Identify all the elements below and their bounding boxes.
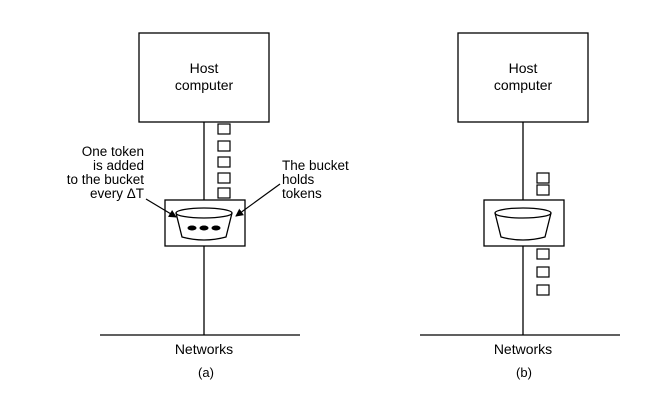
svg-text:to the bucket: to the bucket: [67, 172, 145, 187]
packet: [536, 184, 550, 196]
sent-packets-b: [536, 248, 550, 296]
packet: [217, 140, 231, 152]
svg-text:The bucket: The bucket: [282, 158, 349, 173]
token: [187, 225, 197, 231]
svg-text:tokens: tokens: [282, 186, 322, 201]
panel-b: Host computer Networks (b): [420, 32, 620, 380]
token-added-label: One token is added to the bucket every Δ…: [67, 144, 145, 201]
host-computer-box-a: [138, 32, 270, 123]
host-label-line2-b: computer: [494, 77, 553, 93]
network-label-a: Networks: [175, 341, 233, 357]
packet: [536, 266, 550, 278]
caption-b: (b): [516, 365, 532, 380]
tokens-a: [187, 225, 221, 231]
bucket-holds-label: The bucket holds tokens: [282, 158, 349, 201]
host-label-line1-a: Host: [190, 60, 219, 76]
waiting-packets-b: [536, 172, 550, 196]
packet: [536, 284, 550, 296]
token: [199, 225, 209, 231]
packet: [217, 187, 231, 199]
waiting-packets-a: [217, 123, 231, 199]
svg-text:holds: holds: [282, 172, 315, 187]
svg-text:every ΔT: every ΔT: [90, 186, 144, 201]
host-label-line2-a: computer: [175, 77, 234, 93]
svg-text:is added: is added: [93, 158, 144, 173]
token-added-arrow: [145, 198, 177, 218]
caption-a: (a): [198, 365, 214, 380]
packet: [536, 172, 550, 184]
host-computer-box-b: [457, 32, 589, 123]
bucket-box-a: [164, 199, 246, 247]
network-label-b: Networks: [494, 341, 552, 357]
bucket-holds-arrow: [235, 183, 281, 217]
token: [211, 225, 221, 231]
bucket-b: [494, 207, 552, 241]
svg-text:One token: One token: [82, 144, 144, 159]
packet: [217, 172, 231, 184]
packet: [217, 156, 231, 168]
packet: [217, 123, 231, 135]
bucket-box-b: [483, 199, 565, 247]
packet: [536, 248, 550, 260]
panel-a: Host computer One token is added: [67, 32, 349, 380]
host-label-line1-b: Host: [509, 60, 538, 76]
